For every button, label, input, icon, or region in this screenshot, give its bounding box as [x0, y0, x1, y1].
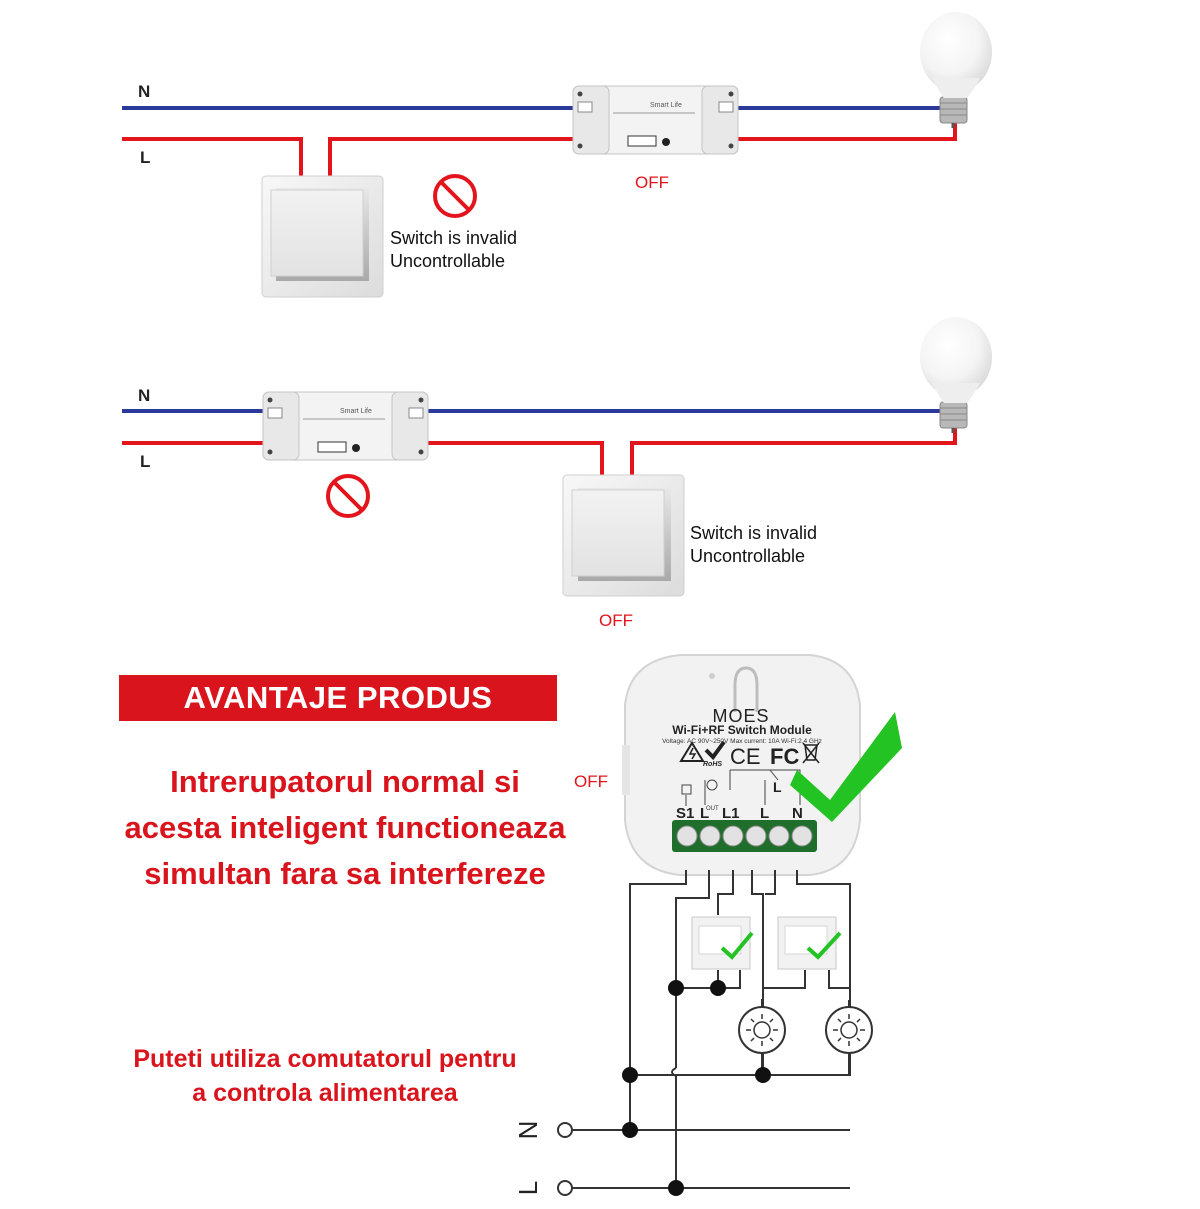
- moes-wiring-diagram: N L MOES Wi-Fi+RF Switch Module Voltage:…: [513, 654, 902, 1196]
- supply-n-label: N: [513, 1121, 543, 1140]
- terminal-label: L1: [722, 805, 740, 822]
- light-bulb-1-icon: [920, 12, 992, 128]
- recycle-bin-icon: [802, 742, 820, 764]
- inner-l-label: L: [773, 779, 782, 795]
- wall-switch-2: [562, 474, 685, 597]
- switch-note-1-line2: Uncontrollable: [390, 251, 506, 271]
- wire-label-n-2: N: [138, 386, 151, 405]
- main-text-line2: acesta inteligent functioneaza: [124, 810, 566, 845]
- module-1-brand: Smart Life: [650, 102, 682, 109]
- main-text-line3: simultan fara sa interfereze: [144, 856, 546, 891]
- ce-mark: CE: [730, 744, 761, 769]
- fc-mark: FC: [770, 744, 799, 769]
- wire-label-l-1: L: [140, 148, 151, 167]
- wire-label-l-2: L: [140, 452, 151, 471]
- live-wire-1: [122, 137, 303, 178]
- module-brand: MOES: [712, 706, 769, 726]
- live-wire-1b: [328, 137, 573, 178]
- terminal-screws: [676, 825, 813, 847]
- wall-switch-1: [261, 175, 384, 298]
- small-switch-2: [777, 916, 842, 970]
- rohs-label: RoHS: [703, 761, 722, 768]
- switch-note-2-line1: Switch is invalid: [690, 523, 818, 543]
- terminal-labels: S1 L L1 L N: [676, 805, 803, 822]
- module-title: Wi-Fi+RF Switch Module: [672, 723, 812, 737]
- out-label: OUT: [706, 806, 719, 812]
- sub-text-line1: Puteti utiliza comutatorul pentru: [133, 1045, 517, 1073]
- live-wire-2c: [630, 425, 957, 476]
- off-label-3: OFF: [574, 772, 608, 791]
- terminal-label: L: [760, 805, 769, 822]
- diagram-1: Smart Life: [122, 12, 992, 298]
- off-label-1: OFF: [635, 173, 669, 192]
- terminal-label: N: [792, 805, 803, 822]
- check-icon: [790, 712, 902, 822]
- terminal-label: S1: [676, 805, 694, 822]
- warning-icon: [679, 741, 705, 762]
- junction-dots: [622, 980, 771, 1196]
- main-text-line1: Intrerupatorul normal si: [170, 764, 520, 799]
- prohibited-icon: [433, 174, 477, 218]
- prohibited-icon: [326, 474, 370, 518]
- advantages-banner: AVANTAJE PRODUS: [119, 675, 557, 721]
- terminal-label: L: [700, 805, 709, 822]
- module-specs: Voltage: AC 90V~250V Max current: 10A Wi…: [662, 738, 822, 745]
- smart-module-1: [572, 85, 739, 155]
- sub-text-line2: a controla alimentarea: [192, 1079, 458, 1107]
- lamp-symbol-2-icon: [825, 1006, 873, 1054]
- small-switch-1: [691, 916, 754, 970]
- lamp-symbol-1-icon: [738, 1006, 786, 1054]
- switch-note-1-line1: Switch is invalid: [390, 228, 518, 248]
- smart-module-2: [262, 391, 429, 461]
- module-2-brand: Smart Life: [340, 408, 372, 415]
- diagram-2: Smart Life: [122, 317, 992, 597]
- off-label-2: OFF: [599, 611, 633, 630]
- switch-note-2-line2: Uncontrollable: [690, 546, 806, 566]
- wire-label-n-1: N: [138, 82, 151, 101]
- supply-l-label: L: [513, 1181, 543, 1195]
- live-wire-2b: [428, 441, 604, 476]
- rohs-check-icon: [704, 740, 726, 761]
- live-wire-1c: [738, 120, 957, 141]
- light-bulb-2-icon: [920, 317, 992, 433]
